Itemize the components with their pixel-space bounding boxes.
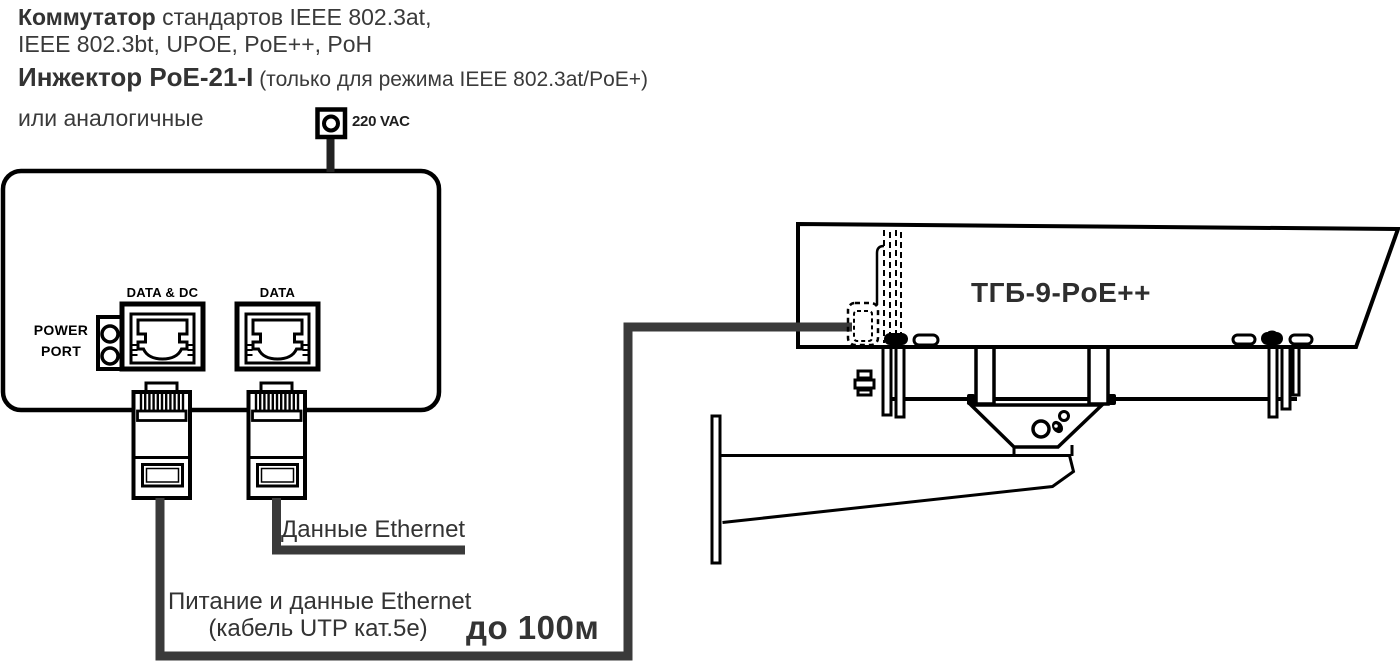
power-port-word-2: PORT: [40, 343, 82, 359]
rj45-plug-power-data: [131, 381, 192, 500]
power-cable-label-line-1: Питание и данные Ethernet: [168, 588, 472, 615]
distance-label: до 100м: [466, 609, 600, 646]
header-line-2: IEEE 802.3bt, UPOE, PoE++, PoH: [18, 31, 373, 57]
header-line-3-bold: Инжектор PoE-21-I: [18, 62, 254, 92]
port-label-data: DATA: [259, 285, 296, 300]
data-cable-label: Данные Ethernet: [281, 516, 466, 543]
cable-data: [272, 498, 465, 555]
camera-illustration: [796, 221, 1400, 456]
cable-gland: [846, 230, 902, 347]
power-port-word-1: POWER: [33, 322, 89, 338]
rj45-jack-data: [234, 301, 321, 372]
camera-model-label: ТГБ-9-PoE++: [971, 277, 1151, 308]
cable-power-data: [155, 322, 852, 661]
header-line-1-rest: стандартов IEEE 802.3at,: [155, 4, 432, 30]
power-cable-label: Питание и данные Ethernet (кабель UTP ка…: [168, 588, 472, 642]
header-line-1-bold: Коммутатор: [18, 4, 156, 30]
camera-sunshield: [796, 221, 1400, 349]
mounting-plate: [966, 403, 1107, 456]
header-line-4: или аналогичные: [18, 105, 204, 131]
power-socket-icon: [315, 107, 348, 140]
power-cable-label-line-2: (кабель UTP кат.5е): [208, 615, 428, 642]
camera-body: [853, 345, 1301, 419]
header-line-1: Коммутатор стандартов IEEE 802.3at,: [18, 4, 431, 31]
power-port-label: POWER PORT: [28, 320, 94, 362]
rj45-plug-data: [246, 381, 307, 500]
wall-bracket: [710, 414, 1076, 565]
header-line-3-rest: (только для режима IEEE 802.3at/PoE+): [253, 68, 649, 91]
switch-box: [0, 168, 442, 413]
rj45-jack-data-dc: [119, 301, 206, 372]
vac-label: 220 VAC: [352, 113, 410, 130]
power-terminal-block: [96, 315, 124, 371]
port-label-data-dc: DATA & DC: [126, 285, 199, 300]
header-line-3: Инжектор PoE-21-I (только для режима IEE…: [18, 62, 648, 93]
